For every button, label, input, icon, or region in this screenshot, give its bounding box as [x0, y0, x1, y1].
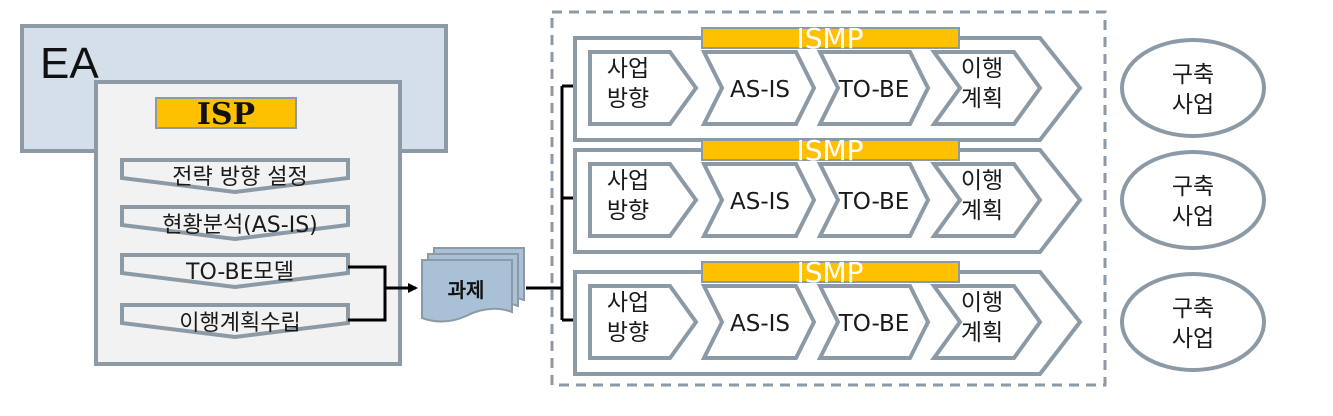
- ismp-stage-chevron: [930, 284, 1043, 360]
- ismp-container: [550, 10, 1107, 387]
- isp-step-label: 이행계획수립: [179, 311, 300, 336]
- isp-step-3: TO-BE모델: [120, 253, 350, 290]
- isp-title-bar: [155, 97, 297, 129]
- stage-label: 사업: [607, 290, 649, 316]
- ismp-stage-chevron: [816, 162, 931, 238]
- stage-label: 방향: [607, 320, 649, 346]
- stage-label: 이행: [961, 290, 1003, 316]
- ismp-stage-chevron: [816, 284, 931, 360]
- stage-label: AS-IS: [730, 311, 790, 337]
- stage-label: 계획: [961, 320, 1003, 346]
- ismp-title: ISMP: [796, 134, 863, 167]
- ismp-stage-chevron: [700, 162, 817, 238]
- stage-label: 계획: [961, 86, 1003, 112]
- isp-step-label: TO-BE모델: [185, 260, 294, 285]
- ismp-stage-chevron: [588, 162, 699, 238]
- ismp-title-bar: [701, 261, 960, 283]
- ismp-title: ISMP: [796, 22, 863, 55]
- ismp-stage-chevron: [930, 162, 1043, 238]
- stage-label: TO-BE: [838, 189, 910, 215]
- ismp-title: ISMP: [796, 256, 863, 289]
- task-document-stack: 과제: [421, 247, 525, 323]
- stage-label: AS-IS: [730, 189, 790, 215]
- outcome-label: 구축: [1172, 296, 1214, 322]
- stage-label: 이행: [961, 168, 1003, 194]
- outcome-label: 사업: [1172, 204, 1214, 230]
- isp-title: ISP: [197, 97, 255, 132]
- ismp-title-bar: [701, 139, 960, 161]
- stage-label: 사업: [607, 168, 649, 194]
- ismp-stage-chevron: [700, 284, 817, 360]
- isp-step-label: 현황분석(AS-IS): [162, 213, 318, 238]
- ismp-stage-chevron: [816, 50, 931, 126]
- stage-label: AS-IS: [730, 77, 790, 103]
- task-label: 과제: [448, 278, 485, 302]
- isp-step-1: 전략 방향 설정: [120, 158, 350, 195]
- isp-step-label: 전략 방향 설정: [172, 165, 307, 190]
- stage-label: 계획: [961, 198, 1003, 224]
- stage-label: 이행: [961, 56, 1003, 82]
- outcome-ellipse: [1120, 150, 1266, 250]
- ismp-stage-chevron: [930, 50, 1043, 126]
- ismp-title-bar: [701, 27, 960, 49]
- stage-label: TO-BE: [838, 77, 910, 103]
- stage-label: 사업: [607, 56, 649, 82]
- outcome-label: 구축: [1172, 62, 1214, 88]
- outcome-label: 사업: [1172, 92, 1214, 118]
- ea-title: EA: [40, 39, 99, 88]
- isp-step-2: 현황분석(AS-IS): [120, 205, 350, 242]
- outcome-label: 사업: [1172, 326, 1214, 352]
- ismp-stage-chevron: [588, 50, 699, 126]
- ismp-stage-chevron: [700, 50, 817, 126]
- stage-label: TO-BE: [838, 311, 910, 337]
- stage-label: 방향: [607, 86, 649, 112]
- outcome-ellipse: [1120, 272, 1266, 372]
- stage-label: 방향: [607, 198, 649, 224]
- ismp-stage-chevron: [588, 284, 699, 360]
- isp-step-4: 이행계획수립: [120, 303, 350, 340]
- outcome-ellipse: [1120, 38, 1266, 138]
- outcome-label: 구축: [1172, 174, 1214, 200]
- isp-to-task-connector: [348, 265, 418, 322]
